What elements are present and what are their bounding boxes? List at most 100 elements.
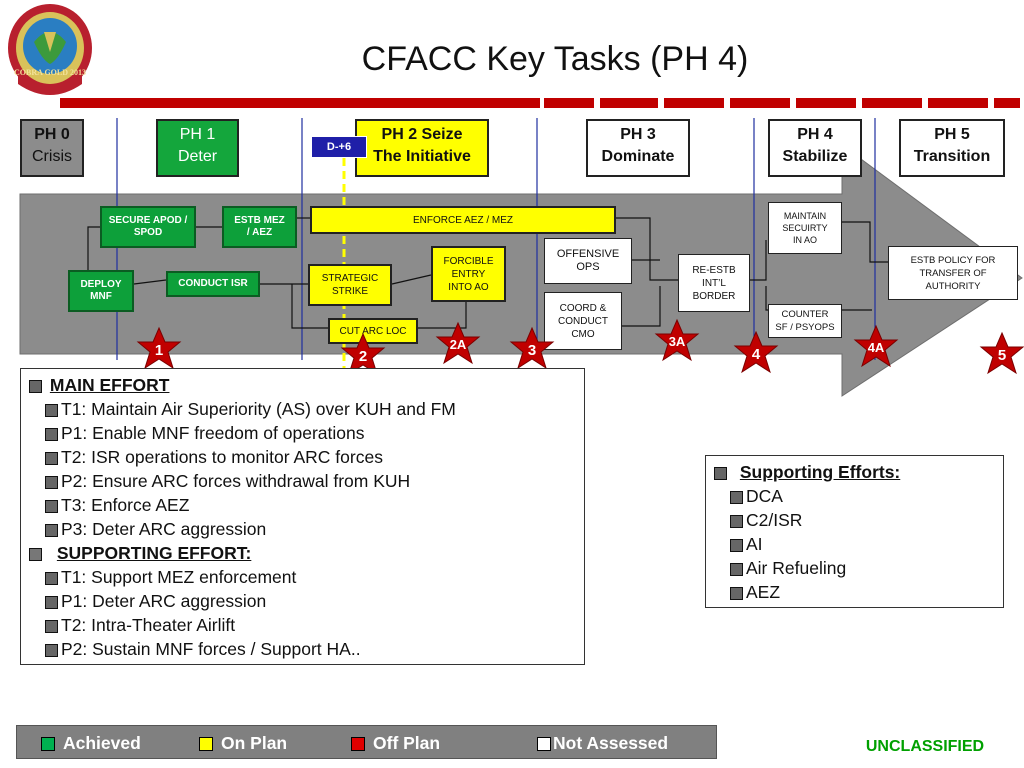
- task-maintain-security: MAINTAIN SECUIRTY IN AO: [768, 202, 842, 254]
- main-item-text: P2: Ensure ARC forces withdrawal from KU…: [61, 471, 411, 491]
- supporting-item-row: P1: Deter ARC aggression: [29, 589, 576, 613]
- supporting-item-row: T2: Intra-Theater Airlift: [29, 613, 576, 637]
- task-deploy-mnf: DEPLOY MNF: [68, 270, 134, 312]
- phase-4-label: PH 4: [797, 126, 833, 143]
- phase-1-box: PH 1 Deter: [156, 119, 239, 177]
- phase-1-label: PH 1: [179, 126, 216, 143]
- phase-2-sublabel: The Initiative: [373, 148, 471, 165]
- item-checkbox: [45, 595, 58, 609]
- legend-not-assessed: Not Assessed: [537, 726, 668, 760]
- phase-3-sublabel: Dominate: [601, 148, 675, 165]
- supporting-effort-header: SUPPORTING EFFORT:: [56, 543, 252, 563]
- main-item-row: T1: Maintain Air Superiority (AS) over K…: [29, 397, 576, 421]
- phase-3-label: PH 3: [620, 126, 656, 143]
- legend-off-plan-swatch: [351, 737, 365, 752]
- phase-2-box: PH 2 Seize The Initiative: [355, 119, 489, 177]
- task-enforce-aez: ENFORCE AEZ / MEZ: [310, 206, 616, 234]
- legend-not-assessed-label: Not Assessed: [553, 733, 669, 753]
- item-checkbox: [45, 523, 58, 537]
- support-item-text: Air Refueling: [746, 558, 847, 578]
- legend-achieved-label: Achieved: [63, 733, 141, 753]
- support-item-row: AEZ: [714, 580, 995, 604]
- status-legend: Achieved On Plan Off Plan Not Assessed: [16, 725, 717, 759]
- main-effort-checkbox: [29, 379, 42, 393]
- supporting-item-text: T2: Intra-Theater Airlift: [61, 615, 236, 635]
- phase-0-label: PH 0: [34, 126, 70, 143]
- support-item-text: AI: [746, 534, 763, 554]
- item-checkbox: [45, 571, 58, 585]
- phase-4-sublabel: Stabilize: [782, 148, 848, 165]
- supporting-effort-checkbox: [29, 547, 42, 561]
- task-estb-mez: ESTB MEZ / AEZ: [222, 206, 297, 248]
- main-item-text: T2: ISR operations to monitor ARC forces: [61, 447, 383, 467]
- title-divider-bar: [60, 96, 1020, 110]
- item-checkbox: [45, 499, 58, 513]
- item-checkbox: [45, 643, 58, 657]
- item-checkbox: [45, 451, 58, 465]
- main-item-row: P1: Enable MNF freedom of operations: [29, 421, 576, 445]
- item-checkbox: [730, 538, 743, 552]
- phase-4-box: PH 4 Stabilize: [768, 119, 862, 177]
- supporting-efforts-panel: Supporting Efforts: DCA C2/ISR AI Air Re…: [705, 455, 1004, 608]
- task-estb-policy: ESTB POLICY FOR TRANSFER OF AUTHORITY: [888, 246, 1018, 300]
- main-effort-panel: MAIN EFFORT T1: Maintain Air Superiority…: [20, 368, 585, 665]
- milestone-4-label: 4: [751, 346, 761, 363]
- supporting-efforts-row: Supporting Efforts:: [714, 460, 995, 484]
- supporting-item-row: P2: Sustain MNF forces / Support HA..: [29, 637, 576, 661]
- support-item-row: AI: [714, 532, 995, 556]
- phase-5-sublabel: Transition: [913, 148, 991, 165]
- item-checkbox: [730, 586, 743, 600]
- supporting-item-text: P1: Deter ARC aggression: [61, 591, 267, 611]
- support-item-text: AEZ: [746, 582, 781, 602]
- phase-5-box: PH 5 Transition: [899, 119, 1005, 177]
- main-item-row: P2: Ensure ARC forces withdrawal from KU…: [29, 469, 576, 493]
- phase-3-box: PH 3 Dominate: [586, 119, 690, 177]
- task-coord-cmo: COORD & CONDUCT CMO: [544, 292, 622, 350]
- task-conduct-isr: CONDUCT ISR: [166, 271, 260, 297]
- supporting-item-text: T1: Support MEZ enforcement: [61, 567, 297, 587]
- main-item-row: T3: Enforce AEZ: [29, 493, 576, 517]
- supporting-effort-row: SUPPORTING EFFORT:: [29, 541, 576, 565]
- task-strategic-strike: STRATEGIC STRIKE: [308, 264, 392, 306]
- page-title: CFACC Key Tasks (PH 4): [361, 40, 749, 78]
- item-checkbox: [45, 427, 58, 441]
- support-item-text: DCA: [746, 486, 783, 506]
- dday-marker: D-+6: [311, 136, 367, 158]
- task-re-estb-border: RE-ESTB INT’L BORDER: [678, 254, 750, 312]
- phase-0-box: PH 0 Crisis: [20, 119, 84, 177]
- main-item-text: T3: Enforce AEZ: [61, 495, 190, 515]
- main-item-text: P3: Deter ARC aggression: [61, 519, 267, 539]
- item-checkbox: [45, 619, 58, 633]
- main-item-row: P3: Deter ARC aggression: [29, 517, 576, 541]
- supporting-item-text: P2: Sustain MNF forces / Support HA..: [61, 639, 361, 659]
- legend-off-plan: Off Plan: [351, 726, 440, 760]
- milestone-2-label: 2: [358, 348, 368, 365]
- main-effort-row: MAIN EFFORT: [29, 373, 576, 397]
- legend-off-plan-label: Off Plan: [373, 733, 441, 753]
- support-item-row: Air Refueling: [714, 556, 995, 580]
- support-item-row: C2/ISR: [714, 508, 995, 532]
- task-forcible-entry: FORCIBLE ENTRY INTO AO: [431, 246, 506, 302]
- main-item-text: T1: Maintain Air Superiority (AS) over K…: [61, 399, 456, 419]
- legend-on-plan-label: On Plan: [221, 733, 288, 753]
- supporting-efforts-header: Supporting Efforts:: [739, 462, 901, 482]
- main-effort-header: MAIN EFFORT: [49, 375, 170, 395]
- phase-5-label: PH 5: [934, 126, 970, 143]
- main-item-text: P1: Enable MNF freedom of operations: [61, 423, 365, 443]
- milestone-3a-label: 3A: [668, 334, 686, 349]
- support-item-text: C2/ISR: [746, 510, 803, 530]
- classification-label: UNCLASSIFIED: [865, 738, 985, 755]
- legend-on-plan-swatch: [199, 737, 213, 752]
- legend-on-plan: On Plan: [199, 726, 287, 760]
- item-checkbox: [45, 403, 58, 417]
- item-checkbox: [730, 562, 743, 576]
- milestone-3-label: 3: [527, 342, 537, 359]
- legend-not-assessed-swatch: [537, 737, 551, 752]
- legend-achieved-swatch: [41, 737, 55, 752]
- milestone-5-label: 5: [997, 347, 1007, 364]
- support-item-row: DCA: [714, 484, 995, 508]
- task-secure-apod: SECURE APOD / SPOD: [100, 206, 196, 248]
- logo-text: COBRA GOLD 2013: [14, 68, 87, 77]
- phase-2-label: PH 2 Seize: [381, 126, 463, 143]
- milestone-4a-label: 4A: [867, 340, 885, 355]
